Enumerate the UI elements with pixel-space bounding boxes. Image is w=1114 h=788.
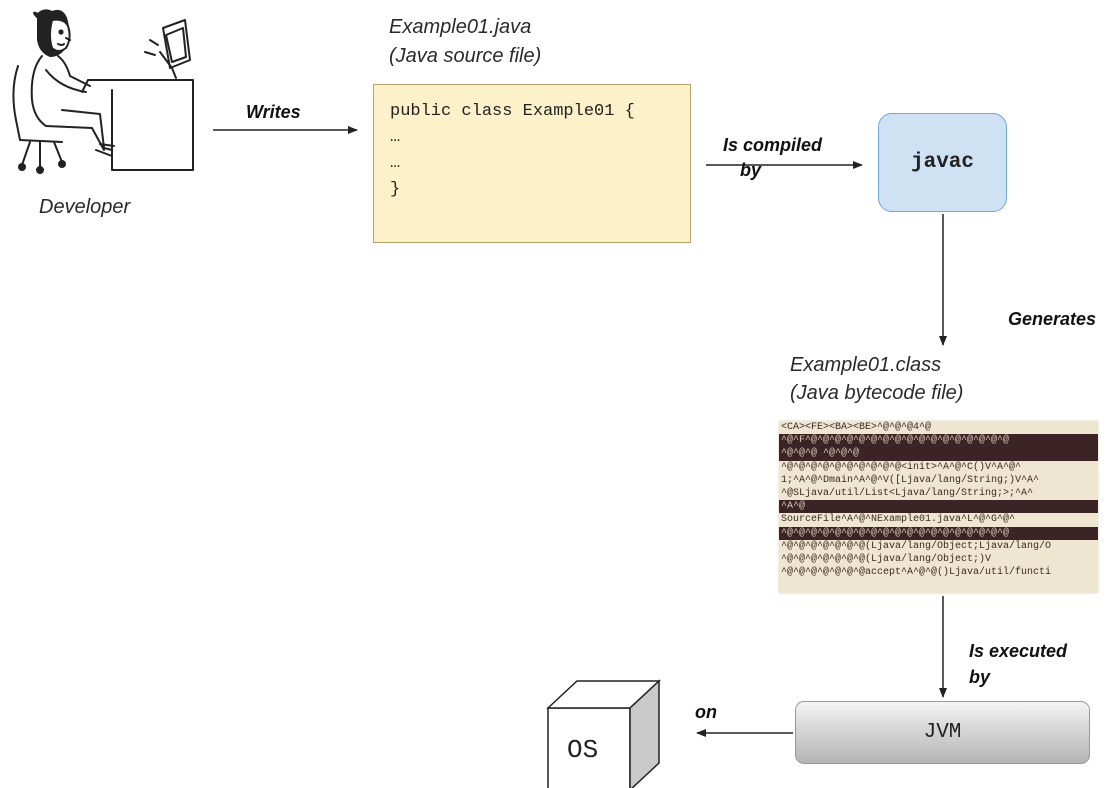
source-code-box: public class Example01 { … … }	[373, 84, 691, 243]
bytecode-line: ^@^@^@^@^@^@^@accept^A^@^@()Ljava/util/f…	[781, 567, 1052, 579]
generates-label: Generates	[1008, 309, 1097, 329]
bytecode-line: ^@^@^@^@^@^@^@^@^@^@<init>^A^@^C()V^A^@^	[781, 461, 1022, 473]
code-line: public class Example01 {	[390, 102, 635, 121]
bytecode-line: ^@^@^@^@^@^@^@^@^@^@^@^@^@^@^@^@^@^@^@	[779, 526, 1098, 540]
bytecode-line: <CA><FE><BA><BE>^@^@^@4^@	[781, 422, 932, 433]
writes-label: Writes	[246, 102, 301, 122]
bytecode-line: ^@^F^@^@^@^@^@^@^@^@^@^@^@^@^@^@^@^@^@	[779, 434, 1098, 448]
jvm-label: JVM	[923, 721, 962, 744]
bytecode-line: ^A^@	[779, 500, 1098, 514]
jvm-box: JVM	[795, 701, 1090, 764]
bytecode-line: ^@^@^@^@^@^@^@(Ljava/lang/Object;)V	[781, 554, 992, 566]
source-description: (Java source file)	[389, 45, 542, 67]
executed-label-line2: by	[969, 667, 991, 687]
os-label: OS	[567, 735, 599, 765]
developer-illustration	[12, 9, 194, 174]
bytecode-line: SourceFile^A^@^NExample01.java^L^@^G^@^	[781, 514, 1016, 526]
bytecode-line: 1;^A^@^Dmain^A^@^V([Ljava/lang/String;)V…	[781, 474, 1040, 486]
bytecode-line: ^@^@^@^@^@^@^@(Ljava/lang/Object;Ljava/l…	[781, 540, 1052, 552]
bytecode-line: ^@SLjava/util/List<Ljava/lang/String;>;^…	[781, 488, 1034, 500]
os-cube	[546, 679, 661, 788]
bytecode-dump: <CA><FE><BA><BE>^@^@^@4^@ ^@^F^@^@^@^@^@…	[779, 421, 1098, 593]
javac-label: javac	[910, 151, 974, 174]
on-label: on	[695, 702, 717, 722]
developer-label: Developer	[39, 196, 131, 218]
compiled-label-line2: by	[740, 160, 762, 180]
code-line: …	[390, 128, 401, 147]
executed-label-line1: Is executed	[969, 641, 1068, 661]
bytecode-description: (Java bytecode file)	[790, 382, 964, 404]
code-line: }	[390, 180, 401, 199]
compiled-label-line1: Is compiled	[723, 135, 823, 155]
bytecode-line: ^@^@^@ ^@^@^@	[779, 447, 1098, 461]
source-filename: Example01.java	[389, 16, 532, 38]
bytecode-filename: Example01.class	[790, 354, 942, 376]
code-line: …	[390, 154, 401, 173]
javac-box: javac	[878, 113, 1007, 212]
